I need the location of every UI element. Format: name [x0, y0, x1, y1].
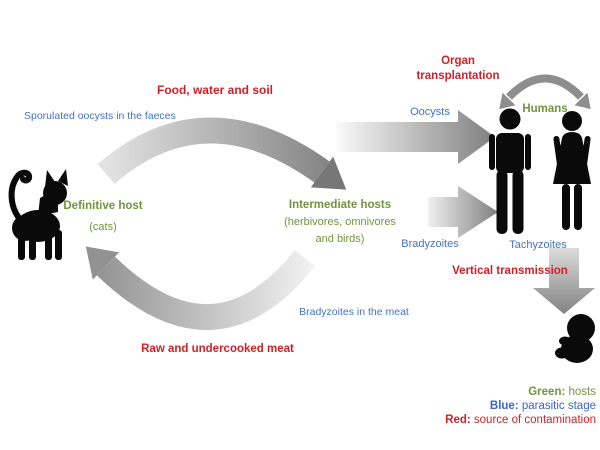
- label-definitive-host: Definitive host: [63, 200, 143, 212]
- arrow-vertical-transmission: [533, 248, 595, 314]
- arrow-oocysts-to-humans: [336, 110, 495, 164]
- label-intermediate-hosts-sub1: (herbivores, omnivores: [284, 216, 396, 228]
- label-food-water-soil: Food, water and soil: [156, 83, 273, 97]
- legend-item-parasitic-stage: Blue: parasitic stage: [445, 399, 596, 413]
- arrow-intermediate-to-cat: [85, 246, 316, 331]
- label-bradyzoites-in-meat: Bradyzoites in the meat: [299, 306, 409, 318]
- arrow-cat-to-intermediate: [97, 117, 347, 190]
- legend-item-hosts: Green: hosts: [445, 385, 596, 399]
- legend: Green: hosts Blue: parasitic stage Red: …: [445, 385, 596, 427]
- label-intermediate-hosts-sub2: and birds): [315, 233, 365, 245]
- legend-key-green: Green:: [528, 386, 566, 398]
- legend-value-parasitic-stage: parasitic stage: [518, 400, 596, 412]
- label-oocysts: Oocysts: [410, 106, 450, 118]
- cat-silhouette: [8, 169, 68, 260]
- legend-item-contamination: Red: source of contamination: [445, 413, 596, 427]
- label-bradyzoites: Bradyzoites: [401, 238, 459, 250]
- legend-key-blue: Blue:: [489, 400, 519, 412]
- woman-silhouette: [553, 111, 591, 230]
- arrow-bradyzoites-to-humans: [428, 186, 498, 238]
- label-vertical-transmission: Vertical transmission: [452, 265, 568, 277]
- label-definitive-host-sub: (cats): [89, 221, 117, 233]
- legend-value-contamination: source of contamination: [470, 414, 596, 426]
- label-raw-undercooked-meat: Raw and undercooked meat: [141, 343, 294, 355]
- label-sporulated-oocysts: Sporulated oocysts in the faeces: [24, 110, 176, 122]
- legend-value-hosts: hosts: [565, 386, 597, 398]
- label-intermediate-hosts: Intermediate hosts: [288, 199, 392, 211]
- fetus-silhouette: [555, 314, 595, 363]
- legend-key-red: Red:: [445, 414, 471, 426]
- label-tachyzoites: Tachyzoites: [509, 239, 567, 251]
- arrow-human-to-human: [499, 74, 591, 110]
- man-silhouette: [489, 108, 531, 234]
- label-humans: Humans: [522, 103, 568, 115]
- label-organ-transplantation: Organ transplantation: [416, 55, 500, 82]
